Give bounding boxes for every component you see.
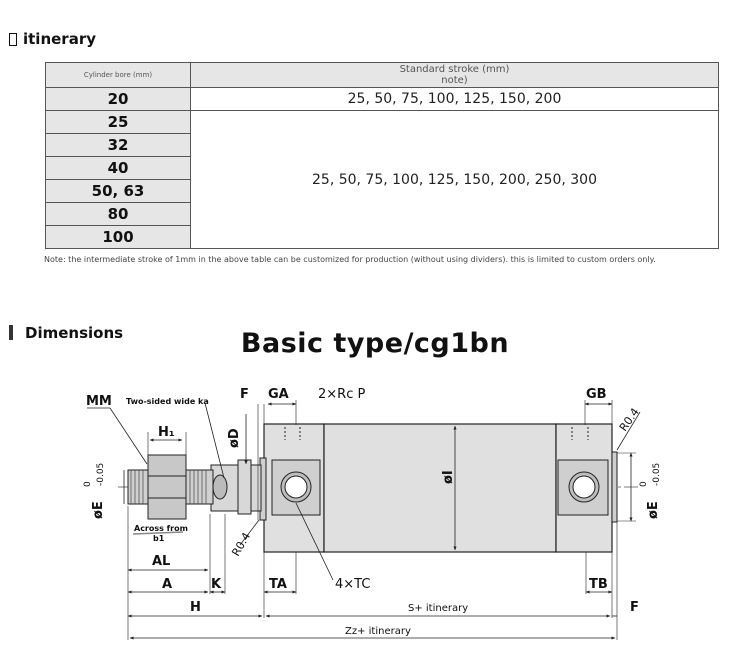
label-r04-left: R0.4 <box>229 530 253 558</box>
stroke-cell-merged: 25, 50, 75, 100, 125, 150, 200, 250, 300 <box>190 110 719 249</box>
label-phi-e-right-tol-bottom: -0.05 <box>652 463 662 486</box>
label-tb: TB <box>589 577 608 592</box>
stroke-table: Cylinder bore (mm) Standard stroke (mm) … <box>45 62 719 249</box>
label-phi-e-left-tol-bottom: -0.05 <box>96 463 106 486</box>
table-row: 50, 63 <box>45 179 719 203</box>
bore-cell: 32 <box>45 133 191 157</box>
port-right <box>557 427 609 516</box>
thread-hatch <box>130 470 207 504</box>
table-note: Note: the intermediate stroke of 1mm in … <box>44 255 656 264</box>
label-f-bottom: F <box>630 600 639 615</box>
port-left <box>271 427 321 516</box>
cylinder-drawing: MM Two-sided wide ka H₁ F øD GA 2×Rc P G… <box>83 387 662 640</box>
label-r04-right: R0.4 <box>617 406 642 434</box>
label-gb: GB <box>586 387 607 402</box>
label-ta: TA <box>269 577 287 592</box>
label-phi-e-left: øE <box>91 501 106 519</box>
rod-thread <box>127 454 214 520</box>
table-header-stroke-label: Standard stroke (mm) <box>399 64 510 75</box>
label-rc-p: 2×Rc P <box>318 387 365 402</box>
label-two-sided: Two-sided wide ka <box>126 397 209 406</box>
label-phi-e-right: øE <box>646 501 661 519</box>
table-header-stroke: Standard stroke (mm) note) <box>190 62 719 88</box>
table-header-row: Cylinder bore (mm) Standard stroke (mm) … <box>45 62 719 88</box>
table-row: 32 <box>45 133 719 157</box>
label-tc: 4×TC <box>335 577 370 592</box>
bore-cell: 100 <box>45 225 191 249</box>
label-phi-d: øD <box>227 428 242 448</box>
label-mm: MM <box>86 394 112 409</box>
two-sided-leader <box>204 402 225 479</box>
cylinder-body <box>263 423 613 553</box>
table-header-stroke-note: note) <box>441 75 468 86</box>
label-s-stroke: S+ itinerary <box>408 603 468 614</box>
missing-glyph-icon <box>9 33 17 46</box>
dimensions-heading: Dimensions <box>9 324 123 342</box>
label-f-top: F <box>240 387 249 402</box>
bore-cell: 20 <box>45 87 191 111</box>
drawing-title: Basic type/cg1bn <box>240 328 510 359</box>
stroke-cell: 25, 50, 75, 100, 125, 150, 200 <box>190 87 719 111</box>
mm-leader <box>109 407 148 465</box>
label-b1: b1 <box>153 534 165 543</box>
label-across-from: Across from <box>134 524 188 533</box>
label-k: K <box>211 577 222 592</box>
itinerary-heading: itinerary <box>9 30 96 48</box>
label-h: H <box>190 600 201 615</box>
bore-cell: 25 <box>45 110 191 134</box>
section-bar-icon <box>9 325 13 340</box>
label-h1: H₁ <box>158 425 175 440</box>
bore-cell: 40 <box>45 156 191 180</box>
itinerary-heading-label: itinerary <box>23 30 97 48</box>
table-header-bore: Cylinder bore (mm) <box>45 62 191 88</box>
dimensions-heading-label: Dimensions <box>25 324 124 342</box>
table-row: 100 <box>45 225 719 249</box>
table-row: 25 25, 50, 75, 100, 125, 150, 200, 250, … <box>45 110 719 249</box>
table-row: 20 25, 50, 75, 100, 125, 150, 200 <box>45 87 719 111</box>
table-row: 80 <box>45 202 719 226</box>
label-a: A <box>162 577 172 592</box>
label-al: AL <box>152 554 170 569</box>
label-phi-e-right-tol-top: 0 <box>639 481 649 487</box>
label-phi-i: øI <box>441 470 456 484</box>
bore-cell: 50, 63 <box>45 179 191 203</box>
label-ga: GA <box>268 387 289 402</box>
label-zz-stroke: Zz+ itinerary <box>345 626 411 637</box>
label-phi-e-left-tol-top: 0 <box>83 481 93 487</box>
piston-rod <box>210 459 262 515</box>
bore-cell: 80 <box>45 202 191 226</box>
